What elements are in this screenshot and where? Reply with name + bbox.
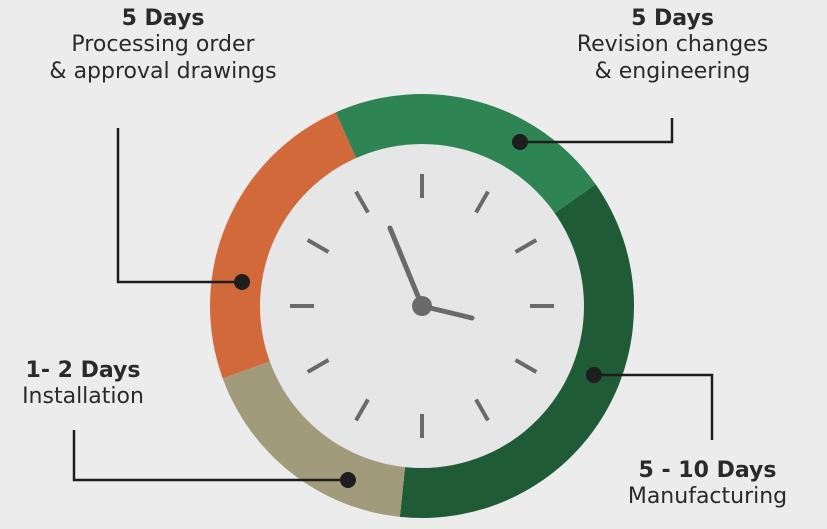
ring-segment-manufacturing — [399, 184, 635, 518]
leader-dot-installation — [340, 472, 356, 488]
clock-tick — [306, 238, 330, 254]
label-installation: 1- 2 Days Installation — [8, 358, 158, 411]
leader-lines — [72, 118, 714, 488]
installation-description: Installation — [22, 384, 144, 410]
processing-description-line2: & approval drawings — [49, 58, 277, 84]
clock-tick — [514, 358, 538, 374]
leader-line-processing — [116, 128, 242, 284]
label-revision: 5 Days Revision changes & engineering — [530, 6, 815, 85]
minute-hand — [387, 225, 425, 309]
revision-description-line2: & engineering — [594, 58, 751, 84]
clock-ticks — [290, 174, 554, 438]
clock-tick — [474, 398, 490, 422]
clock-tick — [354, 398, 370, 422]
ring-segment-revision — [335, 94, 596, 215]
clock-tick — [514, 238, 538, 254]
leader-dot-processing — [234, 274, 250, 290]
label-processing: 5 Days Processing order & approval drawi… — [8, 6, 318, 85]
processing-description-line1: Processing order — [71, 32, 255, 58]
label-manufacturing: 5 - 10 Days Manufacturing — [595, 458, 820, 511]
revision-description-line1: Revision changes — [576, 32, 769, 58]
leader-dot-manufacturing — [586, 367, 602, 383]
processing-days: 5 Days — [121, 6, 205, 31]
manufacturing-days: 5 - 10 Days — [638, 458, 777, 483]
leader-line-manufacturing — [594, 373, 714, 440]
leader-line-revision — [520, 118, 674, 144]
clock-center-pin — [412, 296, 432, 316]
clock-hands — [387, 225, 475, 321]
revision-days: 5 Days — [631, 6, 714, 31]
clock-tick — [354, 190, 370, 214]
clock-ring — [210, 94, 635, 518]
clock-tick — [306, 358, 330, 374]
leader-dot-revision — [512, 134, 528, 150]
leader-line-installation — [72, 430, 348, 482]
installation-days: 1- 2 Days — [25, 358, 141, 383]
ring-segment-processing — [210, 112, 357, 379]
manufacturing-description: Manufacturing — [627, 484, 788, 510]
clock-tick — [474, 190, 490, 214]
ring-segment-installation — [222, 360, 406, 517]
